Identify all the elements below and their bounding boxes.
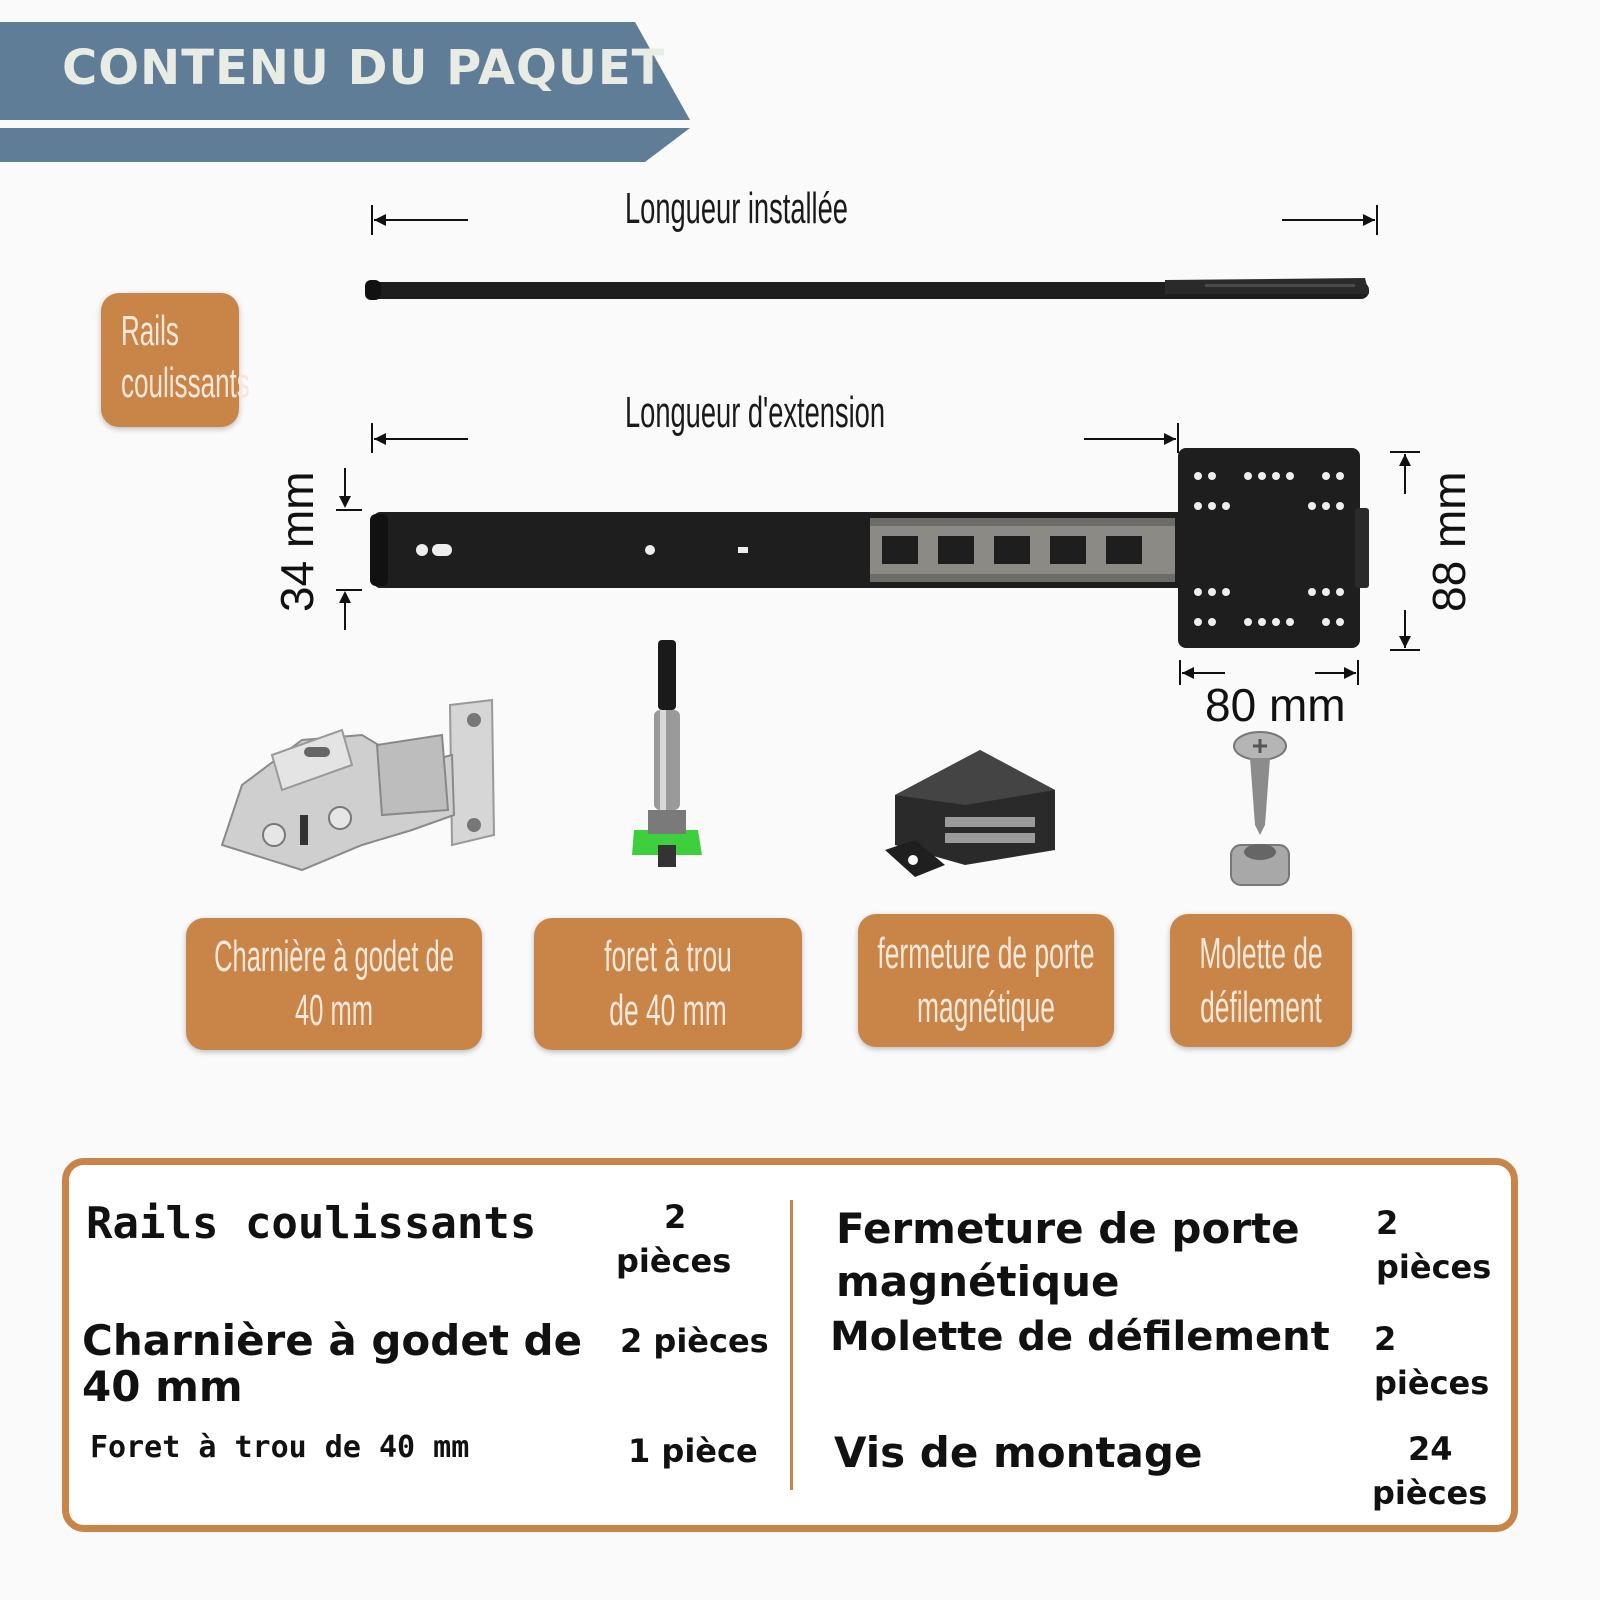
closed-rail-image xyxy=(365,278,1369,300)
tag-wheel-line1: Molette de xyxy=(1199,928,1323,978)
installed-length-label: Longueur installée xyxy=(625,184,848,233)
rails-tag-line2: coulissants xyxy=(121,359,250,406)
page-title: CONTENU DU PAQUET xyxy=(62,40,666,96)
tag-magnetic-latch: fermeture de porte magnétique xyxy=(858,914,1114,1047)
hinge-image xyxy=(220,698,496,872)
dimension-88mm: 88 mm xyxy=(1423,471,1475,612)
item-rails-name: Rails coulissants xyxy=(86,1198,537,1249)
item-latch-name1: Fermeture de porte xyxy=(836,1204,1300,1253)
magnetic-latch-image xyxy=(885,750,1055,877)
item-rails-qty2: pièces xyxy=(616,1242,732,1280)
tag-drill-line1: foret à trou xyxy=(604,932,732,981)
item-drill-qty: 1 pièce xyxy=(628,1432,758,1470)
tag-drill-line2: de 40 mm xyxy=(609,986,727,1035)
extended-rail-image xyxy=(370,448,1369,648)
item-hinge-name1: Charnière à godet de xyxy=(82,1316,583,1365)
tag-hinge-line1: Charnière à godet de xyxy=(214,932,454,981)
tag-drill-bit: foret à trou de 40 mm xyxy=(534,918,802,1050)
tag-latch-line1: fermeture de porte xyxy=(877,928,1095,978)
item-hinge-name2: 40 mm xyxy=(82,1362,243,1411)
item-wheel-qty1: 2 xyxy=(1374,1320,1397,1358)
tag-wheel-line2: défilement xyxy=(1200,982,1322,1032)
rails-tag-line1: Rails xyxy=(121,307,179,354)
tag-latch-line2: magnétique xyxy=(917,982,1055,1032)
item-hinge-qty: 2 pièces xyxy=(620,1322,769,1360)
tag-hinge: Charnière à godet de 40 mm xyxy=(186,918,482,1050)
item-rails-qty1: 2 xyxy=(664,1198,687,1236)
header-banner xyxy=(0,22,690,120)
item-wheel-qty2: pièces xyxy=(1374,1364,1490,1402)
item-screws-name: Vis de montage xyxy=(834,1428,1203,1477)
item-drill-name: Foret à trou de 40 mm xyxy=(90,1430,470,1465)
dimension-34mm: 34 mm xyxy=(271,471,323,612)
extension-length-label: Longueur d'extension xyxy=(625,388,886,437)
header-banner-stripe xyxy=(0,128,690,162)
tag-scroll-wheel: Molette de défilement xyxy=(1170,914,1352,1047)
tag-rails-coulissants: Rails coulissants xyxy=(101,293,250,427)
tag-hinge-line2: 40 mm xyxy=(294,986,373,1035)
item-latch-name2: magnétique xyxy=(836,1257,1120,1306)
table-divider xyxy=(790,1200,793,1490)
item-latch-qty2: pièces xyxy=(1376,1248,1492,1286)
screw-cam-image xyxy=(1230,731,1290,886)
dimension-80mm: 80 mm xyxy=(1205,679,1346,731)
item-latch-qty1: 2 xyxy=(1376,1204,1399,1242)
item-screws-qty1: 24 xyxy=(1408,1430,1453,1468)
item-wheel-name: Molette de défilement xyxy=(830,1314,1330,1360)
drill-bit-image xyxy=(632,640,702,867)
item-screws-qty2: pièces xyxy=(1372,1474,1488,1512)
